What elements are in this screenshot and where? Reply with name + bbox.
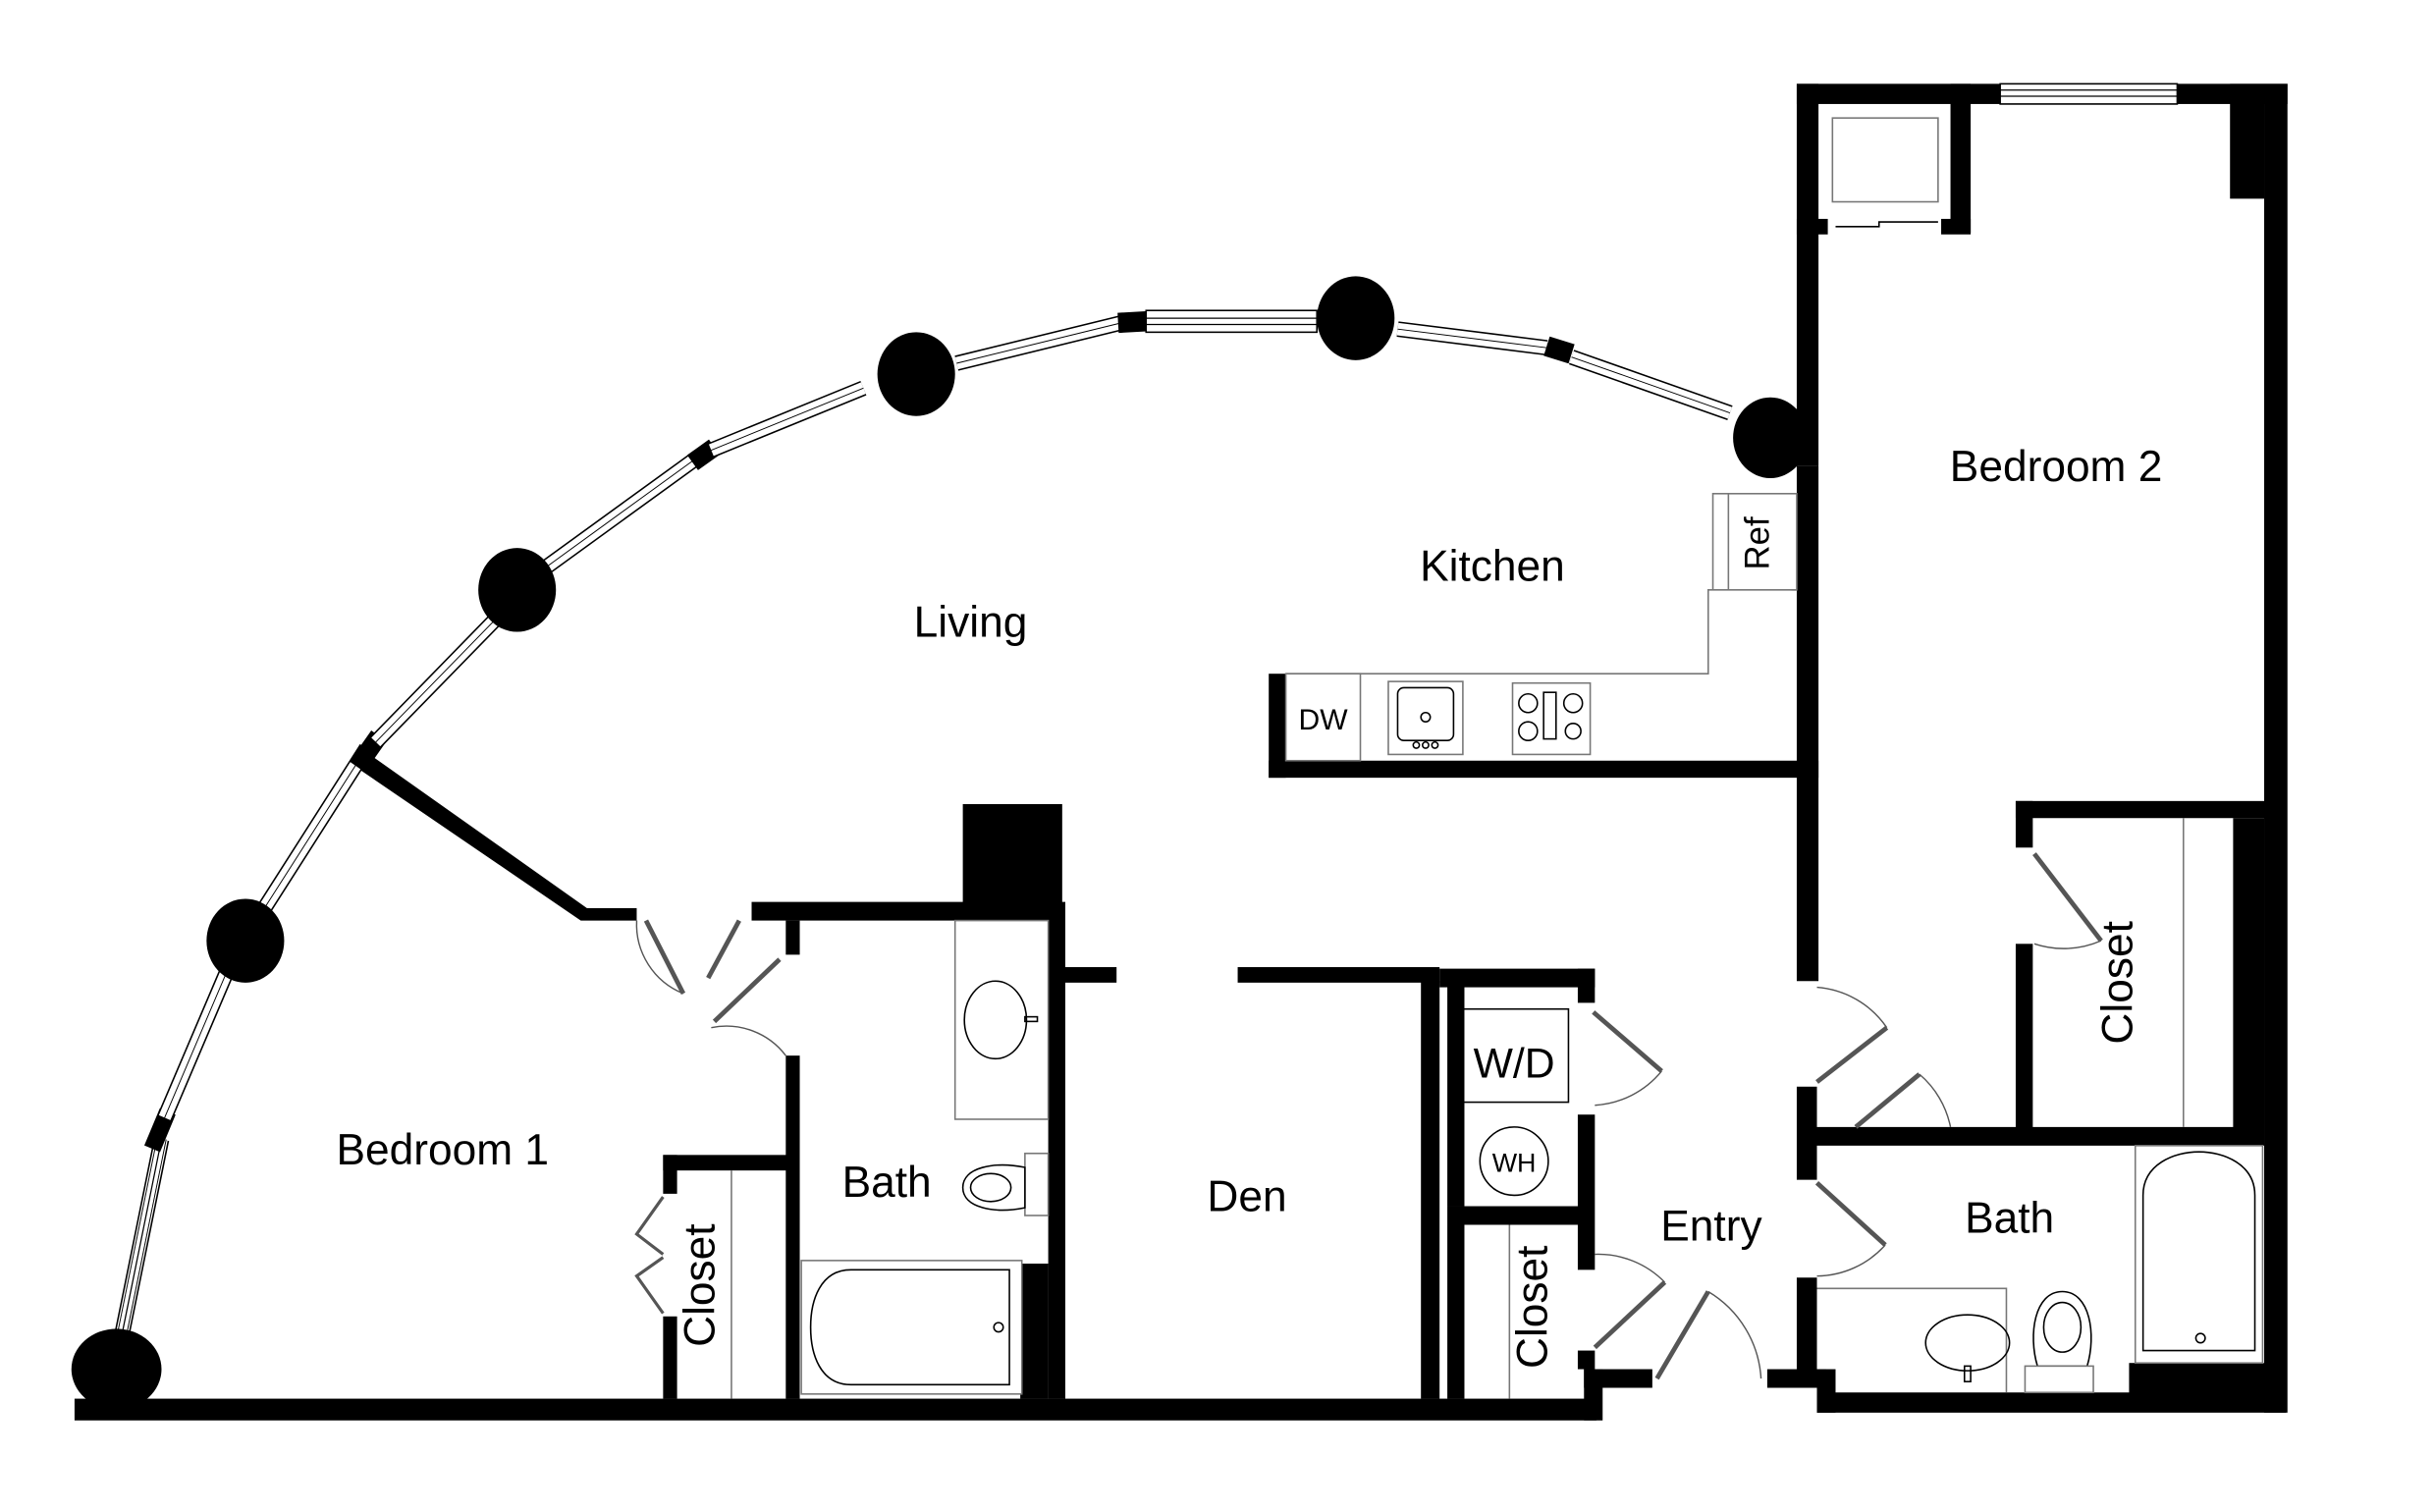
door-bath2-from-bedroom[interactable]	[1854, 1072, 1952, 1129]
door-laundry[interactable]	[1592, 1010, 1663, 1107]
mullion	[1543, 336, 1575, 364]
appliance-label-dw: DW	[1299, 704, 1349, 736]
curved-window-wall	[71, 276, 1809, 1410]
range-icon	[1511, 681, 1592, 756]
chase	[962, 804, 1062, 904]
window-segment	[1568, 350, 1733, 421]
room-label-bedroom2: Bedroom 2	[1950, 443, 2163, 491]
window-segment	[954, 315, 1123, 371]
kitchen-sink-icon	[1387, 680, 1464, 756]
room-label-closet-entry: Closet	[1508, 1246, 1556, 1369]
appliance-label-wd: W/D	[1474, 1040, 1555, 1087]
doors	[634, 852, 2103, 1380]
refrigerator	[1711, 493, 1798, 591]
door-entry[interactable]	[1654, 1290, 1762, 1380]
column	[1733, 397, 1809, 478]
window-segment	[708, 380, 867, 458]
room-label-bath2: Bath	[1965, 1194, 2054, 1242]
door-closet-entry[interactable]	[1593, 1253, 1667, 1350]
room-label-kitchen: Kitchen	[1420, 542, 1565, 590]
dishwasher	[1284, 673, 1362, 762]
appliance-label-ref: Ref	[1739, 516, 1776, 569]
door-bedroom1[interactable]	[635, 919, 786, 1056]
window-segment	[370, 612, 503, 748]
room-label-living: Living	[914, 598, 1028, 646]
door-closet-bedroom2[interactable]	[2032, 852, 2103, 949]
washer-dryer	[1458, 1007, 1570, 1104]
fixtures	[730, 117, 2264, 1399]
column	[71, 1328, 162, 1410]
window-bedroom2	[1999, 82, 2179, 105]
column	[1317, 276, 1395, 360]
bathtub-icon	[800, 1260, 1023, 1395]
room-labels: Living Kitchen Bedroom 1 Bedroom 2 Bath …	[336, 443, 2162, 1369]
water-heater	[1479, 1126, 1549, 1197]
appliance-label-wh: WH	[1492, 1149, 1537, 1178]
toilet-icon	[2024, 1290, 2094, 1394]
room-label-closet-bedroom1: Closet	[676, 1223, 725, 1346]
mullion	[686, 439, 721, 470]
column	[206, 898, 285, 983]
door-bedroom2[interactable]	[1815, 986, 1889, 1084]
window-segment	[157, 946, 244, 1121]
room-label-bath1: Bath	[842, 1159, 932, 1207]
room-label-den: Den	[1207, 1172, 1286, 1220]
window-segment	[535, 450, 704, 578]
window-segment	[1396, 321, 1548, 356]
door-bath2-from-entry[interactable]	[1814, 1181, 1887, 1277]
window-segment	[1145, 309, 1319, 334]
column	[877, 332, 955, 416]
walls	[74, 82, 2288, 1421]
toilet-icon	[961, 1152, 1050, 1216]
window-segment	[244, 743, 373, 933]
bathtub-icon	[2134, 1145, 2264, 1365]
room-label-entry: Entry	[1660, 1202, 1762, 1250]
room-label-closet-bedroom2: Closet	[2094, 921, 2142, 1044]
room-label-bedroom1: Bedroom 1	[336, 1126, 549, 1174]
mullion	[1117, 311, 1147, 334]
door-closet-bedroom1[interactable]	[634, 1196, 665, 1315]
column	[478, 548, 557, 632]
